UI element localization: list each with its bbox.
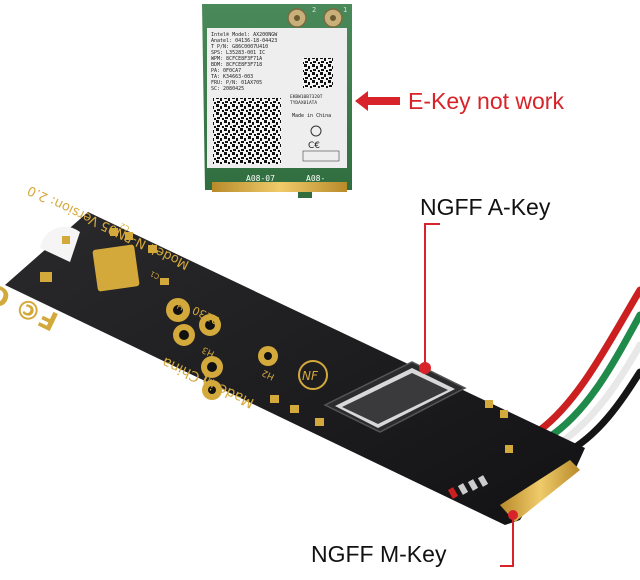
hole-label-h1: H1 bbox=[201, 372, 217, 386]
wifi-card-gold-fingers bbox=[212, 182, 347, 192]
usb-wires bbox=[536, 286, 640, 458]
sticker-line: T P/N: G86C0007U410 bbox=[211, 44, 268, 50]
sticker-line: Anatel: 04136-18-04423 bbox=[211, 38, 277, 44]
wire-red bbox=[536, 286, 640, 434]
hole-ring bbox=[173, 324, 195, 346]
antenna-number-1: 1 bbox=[343, 6, 347, 14]
small-pad bbox=[270, 395, 279, 403]
wire-white bbox=[552, 341, 640, 450]
hole-label-h3: H3 bbox=[201, 344, 217, 358]
ekey-arrow bbox=[355, 91, 400, 111]
ekey-label: E-Key not work bbox=[408, 88, 564, 114]
hole-ring bbox=[166, 298, 190, 322]
large-gold-pad bbox=[92, 244, 140, 292]
nf-logo-text: NF bbox=[302, 369, 319, 383]
small-pad bbox=[500, 410, 508, 418]
sticker-line: BDM: 8CFCE8F3F718 bbox=[211, 62, 262, 68]
nf-logo: NF bbox=[298, 360, 328, 390]
adapter-pcb bbox=[5, 212, 585, 525]
certification-marks: C€ bbox=[302, 125, 340, 162]
akey-slot bbox=[323, 361, 467, 433]
small-pad bbox=[62, 236, 70, 244]
sticker-side-code: EKBW10B7320T bbox=[290, 94, 323, 100]
sticker-line: TA: K34663-003 bbox=[211, 74, 253, 80]
sticker-side-code-2: TYDAX01ATA bbox=[290, 100, 317, 106]
large-qr-code bbox=[213, 98, 281, 164]
hole-ring bbox=[202, 380, 222, 400]
wire-green bbox=[544, 311, 640, 442]
antenna-connector-2 bbox=[287, 8, 307, 28]
sticker-line: PA: 0F0CA7 bbox=[211, 68, 241, 74]
sticker-line: SC: 2080425 bbox=[211, 86, 244, 92]
svg-text:C€: C€ bbox=[308, 141, 320, 151]
sticker-line: SPS: L35283-001 IC bbox=[211, 50, 265, 56]
sticker-line: FRU: P/N: 01AX705 bbox=[211, 80, 262, 86]
sticker-made-in: Made in China bbox=[292, 113, 331, 119]
adapter-board: NF Model: N-PN05 Version: 2.0 2230 Made … bbox=[0, 182, 585, 525]
small-pad bbox=[110, 228, 118, 236]
akey-leader-line bbox=[424, 223, 440, 368]
hole-ring bbox=[199, 314, 221, 336]
wifi-card: 2 1 Intel® Model: AX200NGW Anatel: 04136… bbox=[202, 4, 352, 198]
hole-ring bbox=[201, 356, 223, 378]
mounting-holes bbox=[166, 298, 278, 400]
mkey-gold-fingers bbox=[500, 460, 580, 522]
hole-ring bbox=[258, 346, 278, 366]
small-pad bbox=[315, 418, 324, 426]
small-pad bbox=[148, 245, 157, 253]
sticker-line: WPM: 8CFCE8F3F71A bbox=[211, 56, 262, 62]
small-pad bbox=[290, 405, 299, 413]
small-pad bbox=[125, 232, 133, 240]
small-pad bbox=[160, 278, 169, 285]
mkey-label: NGFF M-Key bbox=[311, 541, 447, 567]
small-qr-code bbox=[303, 58, 333, 88]
hole-label-h4: H4 bbox=[170, 297, 186, 312]
akey-label: NGFF A-Key bbox=[420, 194, 551, 220]
card-label-1: A08-07 bbox=[246, 174, 275, 183]
cap-label-c2: C2 bbox=[119, 221, 131, 232]
antenna-connector-1 bbox=[323, 8, 343, 28]
card-label-2: A08- bbox=[306, 174, 325, 183]
small-pad bbox=[505, 445, 513, 453]
mkey-leader-line bbox=[500, 515, 514, 567]
mounting-notch bbox=[40, 226, 80, 262]
gold-pads bbox=[40, 228, 513, 453]
antenna-number-2: 2 bbox=[312, 6, 316, 14]
sticker-line: Intel® Model: AX200NGW bbox=[211, 32, 278, 38]
hole-label-h2: H2 bbox=[261, 367, 277, 381]
small-pad bbox=[40, 272, 52, 282]
led-array bbox=[447, 475, 489, 499]
sticker-text: Intel® Model: AX200NGW Anatel: 04136-18-… bbox=[211, 32, 331, 119]
small-pad bbox=[485, 400, 493, 408]
cap-label-c1: C1 bbox=[149, 269, 161, 280]
